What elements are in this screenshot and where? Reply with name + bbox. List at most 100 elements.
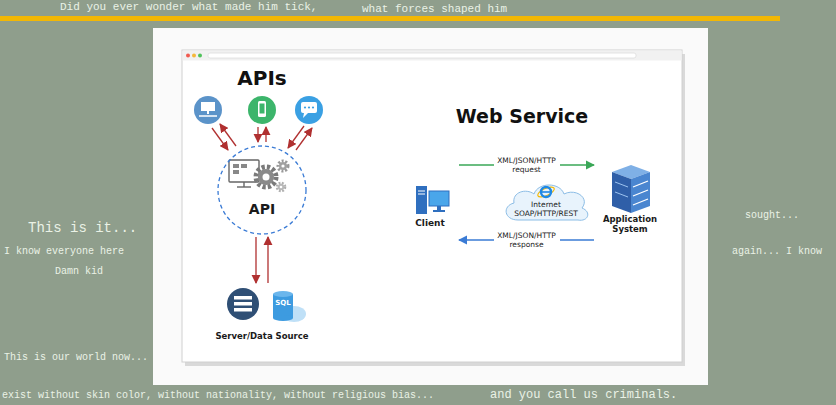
- connector: [267, 237, 268, 283]
- cloud-fill: [506, 185, 588, 220]
- background-text: exist without skin color, without nation…: [2, 390, 434, 402]
- gears-icon: [237, 186, 251, 187]
- data-source: Server/Data Source: [207, 285, 317, 345]
- request-arrows: [257, 127, 258, 142]
- gears-icon: [279, 162, 287, 170]
- phone-icon: [258, 101, 266, 117]
- chat-icon: [304, 106, 306, 108]
- yellow-bar: [0, 16, 780, 21]
- application-icon: [612, 165, 650, 213]
- address-bar: [208, 53, 636, 58]
- background-text: Did you ever wonder what made him tick,: [60, 1, 317, 14]
- phone-icon: [248, 96, 276, 124]
- client-node: Client: [403, 160, 457, 245]
- client-icon: [429, 191, 449, 206]
- application-icon: [615, 182, 628, 187]
- gears-icon: [258, 169, 274, 185]
- desk-icon: [194, 96, 222, 124]
- background-text: sought...: [745, 210, 799, 222]
- gears-icon: [277, 183, 285, 191]
- cloud-fill: [506, 185, 588, 220]
- background-text: and you call us criminals.: [490, 388, 677, 402]
- request-arrows: [212, 124, 312, 150]
- application-icon: [631, 172, 650, 213]
- browser-window: [182, 50, 682, 362]
- gears-icon: [241, 164, 247, 168]
- gears-icon: [243, 182, 244, 187]
- database-icon: [273, 291, 293, 297]
- client-icon: [418, 194, 425, 195]
- desk-icon: [201, 102, 215, 111]
- browser-bar: [183, 51, 682, 61]
- background-text: I know everyone here: [4, 246, 124, 258]
- server-icon: [234, 302, 252, 306]
- desk-icon: [199, 115, 217, 117]
- background-text: This is it...: [28, 220, 137, 237]
- chat-icon: [303, 113, 308, 118]
- browser-logo: [542, 191, 551, 193]
- client-icon: [418, 191, 425, 192]
- gears-icon: [256, 167, 276, 187]
- phone-icon: [248, 96, 276, 124]
- chat-icon: [312, 106, 314, 108]
- gears-icon: [278, 184, 284, 190]
- white-panel: [153, 28, 708, 385]
- client-icon: [433, 210, 445, 212]
- gears-icon: [229, 160, 259, 182]
- node-text: Internet SOAP/HTTP/REST: [508, 200, 584, 218]
- request-arrows: [296, 128, 312, 150]
- gears-icon: [233, 164, 239, 168]
- cloud-outline: [506, 185, 588, 220]
- server-icon: [234, 296, 252, 300]
- node-text: API: [223, 201, 301, 218]
- window-dot: [186, 54, 190, 58]
- node-text: Application System: [598, 214, 662, 234]
- database-icon: [273, 315, 293, 321]
- chat-icon: [295, 96, 323, 124]
- chat-icon: [295, 96, 323, 124]
- connector: [255, 237, 256, 283]
- request-arrows: [288, 126, 304, 148]
- browser-logo: [541, 187, 551, 197]
- desk-icon: [207, 111, 209, 114]
- gears-icon: [278, 161, 288, 171]
- server-icon: [227, 288, 259, 320]
- background-text: Damn kid: [55, 266, 103, 278]
- request-arrows: [220, 124, 236, 146]
- desk-icon: [194, 96, 222, 124]
- database-icon: [273, 294, 293, 318]
- icon-label: SQL: [275, 299, 290, 307]
- background-text: again... I know: [732, 246, 822, 258]
- gears-icon: [280, 186, 283, 189]
- database-icon: [273, 291, 306, 322]
- circle-outline: [217, 145, 307, 235]
- edge-label: XML/JSON/HTTP response: [494, 230, 560, 250]
- client-icon: [437, 206, 441, 210]
- panel-title: Web Service: [456, 105, 588, 128]
- application-icon: [633, 181, 648, 187]
- window-dot: [198, 54, 202, 58]
- server-icon: [227, 288, 259, 320]
- chat-icon: [308, 106, 310, 108]
- api-circle: API: [217, 145, 307, 235]
- node-text: Client: [405, 218, 455, 229]
- chat-icon: [301, 102, 317, 113]
- request-arrows: [265, 127, 266, 142]
- phone-icon: [260, 104, 265, 114]
- client-icon: [416, 186, 427, 214]
- background-text: what forces shaped him: [362, 3, 507, 16]
- background-text: This is our world now...: [4, 352, 148, 364]
- application-icon: [612, 172, 631, 213]
- application-icon: [615, 192, 628, 197]
- application-icon: [633, 199, 648, 205]
- edge-label: XML/JSON/HTTP request: [494, 155, 560, 175]
- server-icon: [234, 308, 252, 312]
- client-icon: [416, 186, 449, 214]
- gears-icon: [229, 160, 288, 191]
- internet-cloud: Internet SOAP/HTTP/REST: [498, 176, 594, 226]
- window-dot: [192, 54, 196, 58]
- dashed-circle: [218, 146, 306, 234]
